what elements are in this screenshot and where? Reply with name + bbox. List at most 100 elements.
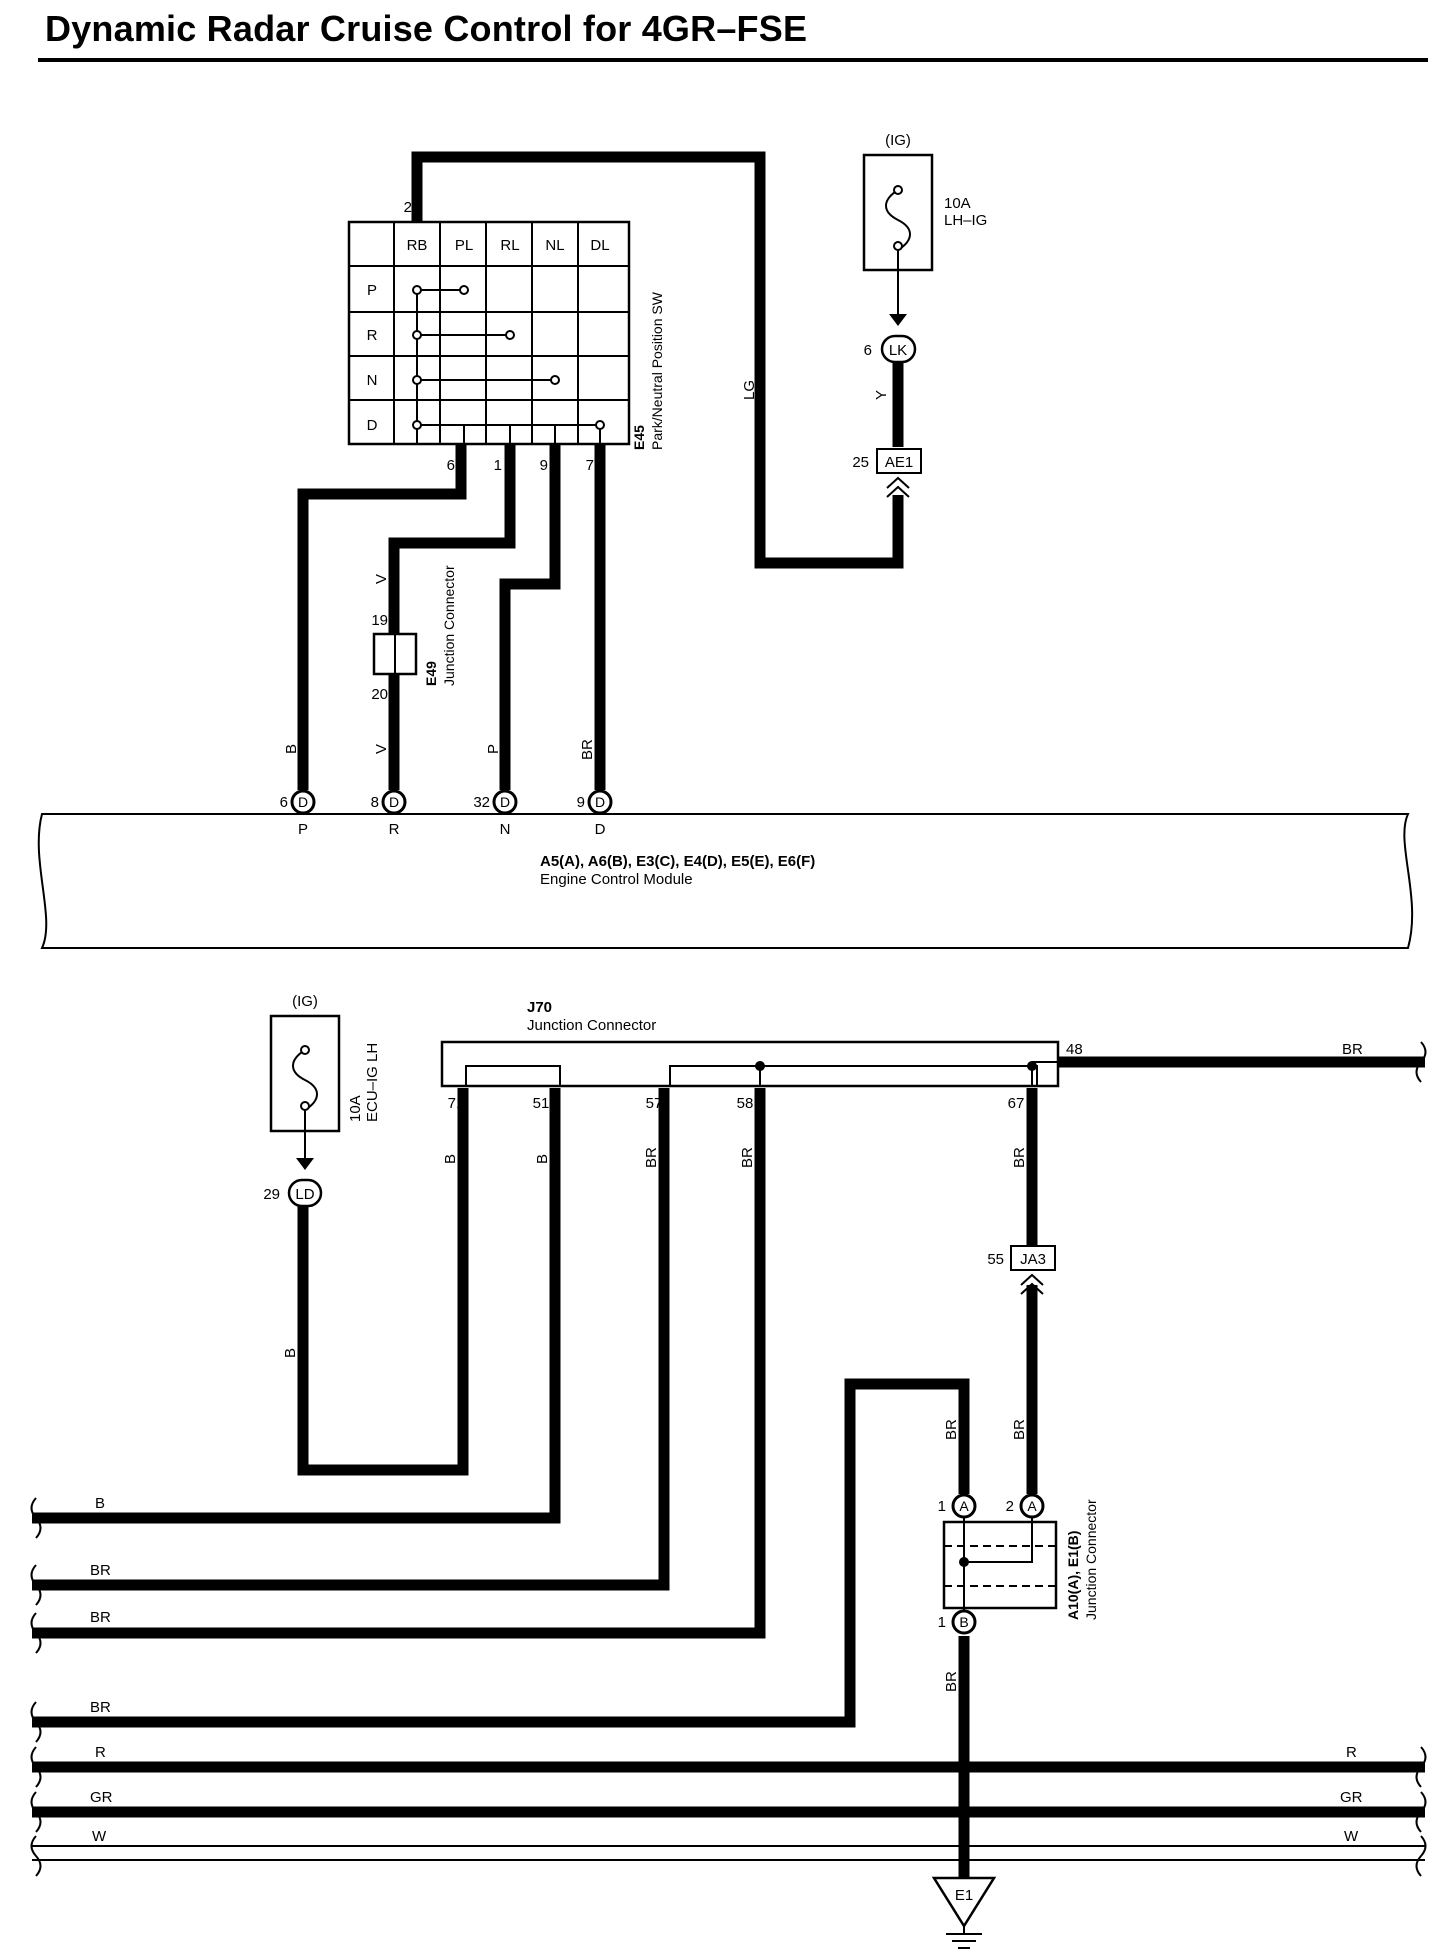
j70-name: Junction Connector (527, 1017, 656, 1034)
wire-labels-upper: LG Y V B V P BR (283, 380, 890, 760)
label-r-left: R (95, 1744, 106, 1761)
lk-pin: 6 (864, 342, 872, 359)
ecm-refs: A5(A), A6(B), E3(C), E4(D), E5(E), E6(F) (540, 853, 815, 870)
fuse-bottom-rating: 10A (347, 1095, 364, 1122)
label-v-upper: V (373, 574, 390, 584)
park-neutral-switch: RB PL RL NL DL P R N D 2 6 1 9 7 E45 Par… (347, 199, 665, 474)
junction-j70: J70 Junction Connector 71 51 57 58 67 48 (440, 999, 1083, 1112)
wire-br-58 (32, 1088, 766, 1639)
a10-pin-num: 2 (1006, 1498, 1014, 1515)
fuse-top-source: (IG) (885, 132, 911, 149)
label-br-58: BR (739, 1147, 756, 1168)
label-gr-left: GR (90, 1789, 113, 1806)
label-w-left: W (92, 1828, 107, 1845)
a10-letter-b: B (959, 1614, 968, 1630)
j70-pin-67: 67 (1008, 1095, 1025, 1112)
ecm-pin-num: 6 (280, 794, 288, 811)
col-label-rb: RB (407, 237, 428, 254)
j70-pin-51: 51 (533, 1095, 550, 1112)
label-br-57: BR (643, 1147, 660, 1168)
break-mark (30, 1701, 42, 1743)
col-label-nl: NL (545, 237, 564, 254)
fuse-ecu-ig-lh: (IG) 10A ECU–IG LH LD 29 (263, 993, 381, 1208)
j70-pin-48: 48 (1066, 1041, 1083, 1058)
switch-grid (349, 222, 629, 444)
label-br-ground: BR (943, 1671, 960, 1692)
ecm-pin-num: 32 (473, 794, 490, 811)
wire-b-ld (297, 1088, 469, 1476)
label-br-left-2: BR (90, 1609, 111, 1626)
wire-lg (411, 151, 904, 569)
a10-pin-num: 1 (938, 1614, 946, 1631)
a10-letter-a: A (1027, 1498, 1037, 1514)
label-y: Y (873, 390, 890, 400)
label-br-left-3: BR (90, 1699, 111, 1716)
col-label-dl: DL (590, 237, 609, 254)
ground-triangle (931, 1876, 997, 1929)
a10-pin-num: 1 (938, 1498, 946, 1515)
diagram-title: Dynamic Radar Cruise Control for 4GR–FSE (45, 8, 808, 49)
j70-bus-1 (465, 1065, 561, 1087)
ecm-conn-letter: D (500, 794, 510, 810)
lk-label: LK (889, 342, 907, 359)
break-mark (30, 1612, 42, 1654)
switch-name: Park/Neutral Position SW (649, 291, 665, 450)
ecm-pin-label: P (298, 821, 308, 838)
ja3-pin: 55 (987, 1251, 1004, 1268)
label-br-loop: BR (943, 1419, 960, 1440)
label-br-48: BR (1342, 1041, 1363, 1058)
fuse-top-name: LH–IG (944, 212, 987, 229)
switch-pin-9: 9 (540, 457, 548, 474)
a10-name: Junction Connector (1083, 1499, 1099, 1620)
label-p-n: P (485, 744, 502, 754)
lk-connector (880, 334, 917, 364)
switch-contacts (416, 289, 601, 444)
ld-label: LD (295, 1186, 314, 1203)
wire-br-57 (32, 1088, 670, 1591)
j70-body (440, 1040, 1060, 1088)
a10-letter-a: A (959, 1498, 969, 1514)
label-lg: LG (741, 380, 758, 400)
ecm-pin-connector (587, 789, 613, 815)
ja3-chevron (1020, 1273, 1044, 1295)
connector-ja3: JA3 55 (987, 1245, 1056, 1295)
ecm-pin-label: D (595, 821, 606, 838)
ecm-pin-num: 9 (577, 794, 585, 811)
j70-pin-58: 58 (737, 1095, 754, 1112)
label-b-ld: B (282, 1348, 299, 1358)
row-label-n: N (367, 372, 378, 389)
ecm-pin-num: 8 (371, 794, 379, 811)
a10-pin-a1 (951, 1493, 977, 1519)
row-label-p: P (367, 282, 377, 299)
wires (32, 151, 1425, 1878)
fuse-top-rating: 10A (944, 195, 971, 212)
ecm-pin-connector (381, 789, 407, 815)
ecm-name: Engine Control Module (540, 871, 693, 888)
fuse-bottom-arrow (296, 1158, 314, 1170)
junction-e49: 19 20 E49 Junction Connector (371, 565, 457, 703)
break-mark (1415, 1835, 1427, 1877)
j70-ref: J70 (527, 999, 552, 1016)
ae1-pin: 25 (852, 454, 869, 471)
label-br-left-1: BR (90, 1562, 111, 1579)
label-b-51: B (534, 1154, 551, 1164)
wire-break-marks (30, 1041, 1427, 1877)
fuse-top-element (885, 189, 911, 251)
switch-pin-6: 6 (447, 457, 455, 474)
row-label-r: R (367, 327, 378, 344)
col-label-rl: RL (500, 237, 519, 254)
wire-br-loop (32, 1378, 970, 1728)
label-b-left: B (95, 1495, 105, 1512)
ae1-connector (876, 448, 922, 474)
a10-pin-b1 (951, 1609, 977, 1635)
break-mark (30, 1835, 42, 1877)
wire-labels-lower: B B BR BR BR B BR BR BR BR B BR BR BR R … (90, 1041, 1363, 1845)
ja3-label: JA3 (1020, 1251, 1046, 1268)
break-mark (30, 1791, 42, 1833)
wire-b-p (297, 442, 467, 790)
label-br-ja3: BR (1011, 1419, 1028, 1440)
fuse-top-arrow (889, 314, 907, 326)
label-gr-right: GR (1340, 1789, 1363, 1806)
col-label-pl: PL (455, 237, 473, 254)
engine-control-module: D D D D 6 8 32 9 P R N D A5(A), A6(B), E… (37, 789, 1414, 949)
